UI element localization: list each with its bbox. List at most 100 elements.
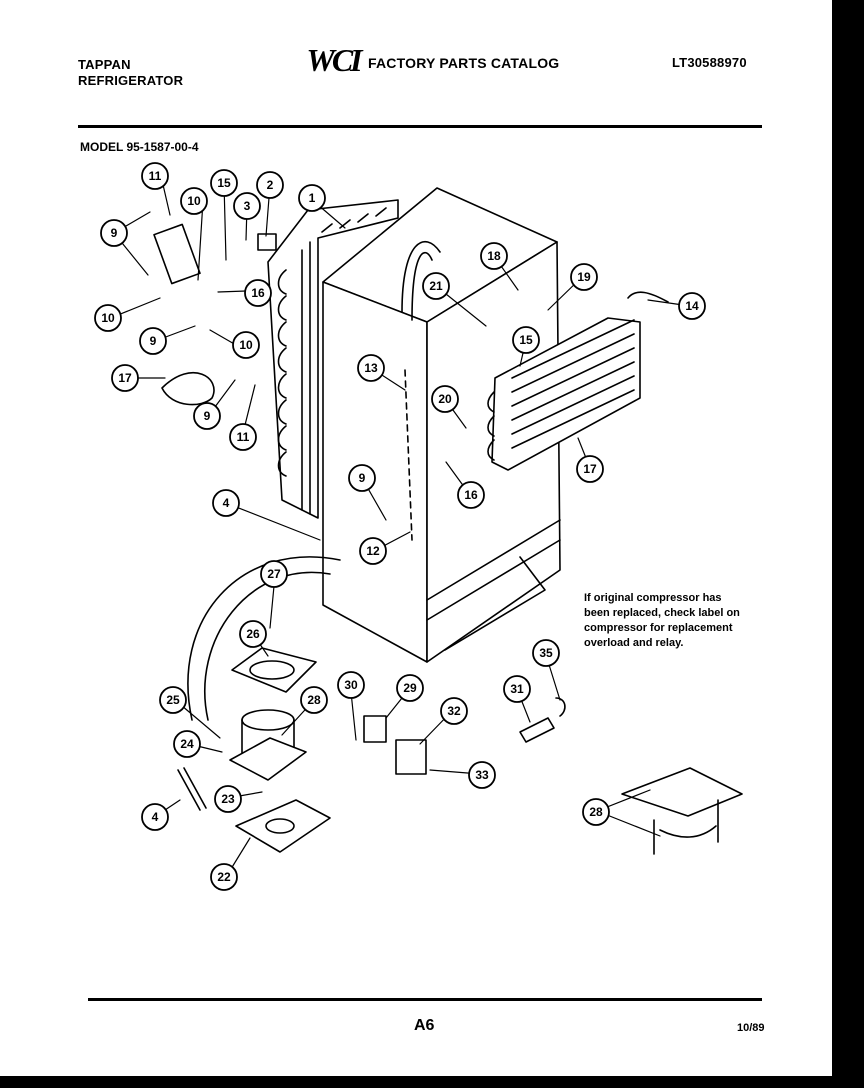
document-number: LT30588970	[672, 55, 747, 70]
svg-text:11: 11	[237, 430, 250, 444]
callout-12: 12	[359, 537, 387, 565]
svg-text:35: 35	[539, 646, 553, 660]
svg-text:15: 15	[519, 333, 533, 347]
callout-21: 21	[422, 272, 450, 300]
compressor-replacement-note: If original compressor has been replaced…	[584, 591, 784, 651]
svg-text:3: 3	[244, 199, 251, 213]
svg-text:18: 18	[487, 249, 501, 263]
svg-text:9: 9	[204, 409, 211, 423]
callout-34: 33	[468, 761, 496, 789]
page-frame-bottom	[0, 1076, 864, 1088]
svg-text:15: 15	[217, 176, 231, 190]
callout-9-d: 9	[348, 464, 376, 492]
callout-20: 20	[431, 385, 459, 413]
page-frame-right	[832, 0, 864, 1088]
svg-text:9: 9	[150, 334, 157, 348]
page-id: A6	[414, 1017, 435, 1034]
svg-text:13: 13	[364, 361, 378, 375]
svg-text:32: 32	[447, 704, 461, 718]
svg-text:26: 26	[246, 627, 260, 641]
svg-text:24: 24	[180, 737, 194, 751]
callout-13: 13	[357, 354, 385, 382]
condenser-coil-drawing	[267, 199, 399, 519]
callout-35: 35	[532, 639, 560, 667]
svg-text:20: 20	[438, 392, 452, 406]
svg-text:17: 17	[583, 462, 597, 476]
callout-10-b: 10	[232, 331, 260, 359]
svg-text:31: 31	[510, 682, 524, 696]
callout-4-b: 4	[141, 803, 169, 831]
svg-text:23: 23	[221, 792, 235, 806]
svg-text:22: 22	[217, 870, 231, 884]
footer-rule	[88, 998, 762, 1001]
callout-18: 18	[480, 242, 508, 270]
callout-1: 1	[298, 184, 326, 212]
callout-26: 26	[239, 620, 267, 648]
callout-9-a: 9	[100, 219, 128, 247]
callout-23: 23	[214, 785, 242, 813]
svg-text:16: 16	[464, 488, 478, 502]
svg-text:1: 1	[309, 191, 316, 205]
callout-25: 25	[159, 686, 187, 714]
svg-text:33: 33	[475, 768, 489, 782]
callout-17: 17	[576, 455, 604, 483]
evaporator-drawing	[487, 291, 669, 471]
callout-6: 16	[244, 279, 272, 307]
callout-7: 17	[111, 364, 139, 392]
callout-31: 30	[337, 671, 365, 699]
svg-text:16: 16	[251, 286, 265, 300]
svg-text:10: 10	[187, 194, 201, 208]
svg-text:10: 10	[101, 311, 115, 325]
callout-4-a: 4	[212, 489, 240, 517]
svg-text:21: 21	[429, 279, 443, 293]
callout-9-b: 9	[139, 327, 167, 355]
svg-text:28: 28	[589, 805, 603, 819]
svg-text:4: 4	[152, 810, 159, 824]
callout-24: 24	[173, 730, 201, 758]
svg-text:11: 11	[149, 169, 162, 183]
callout-27: 27	[260, 560, 288, 588]
svg-text:2: 2	[267, 178, 274, 192]
callout-11-a: 11	[141, 162, 169, 190]
callout-3: 3	[233, 192, 261, 220]
callout-16: 16	[457, 481, 485, 509]
callout-8: 10	[180, 187, 208, 215]
callout-28-b: 28	[582, 798, 610, 826]
svg-text:29: 29	[403, 681, 417, 695]
wci-logo-text: WCI	[306, 44, 364, 76]
note-line-3: compressor for replacement	[584, 622, 733, 634]
wci-logo: WCI	[300, 44, 366, 76]
catalog-title: FACTORY PARTS CATALOG	[368, 55, 560, 71]
callout-9-c: 9	[193, 402, 221, 430]
callout-33: 32	[440, 697, 468, 725]
svg-text:4: 4	[223, 496, 230, 510]
small-parts-drawing	[153, 223, 743, 855]
note-line-1: If original compressor has	[584, 592, 722, 604]
svg-text:9: 9	[359, 471, 366, 485]
callout-22: 22	[210, 863, 238, 891]
callout-bubbles: 11 10 15 2 1 3 9 16 10 9 10 17 9 11 13 1…	[94, 162, 706, 891]
svg-text:17: 17	[118, 371, 132, 385]
model-number: MODEL 95-1587-00-4	[80, 140, 199, 154]
callout-19: 19	[570, 263, 598, 291]
svg-text:12: 12	[366, 544, 380, 558]
callout-10-a: 10	[94, 304, 122, 332]
callout-11-b: 11	[229, 423, 257, 451]
callout-14: 14	[678, 292, 706, 320]
svg-text:9: 9	[111, 226, 118, 240]
callout-15: 15	[512, 326, 540, 354]
svg-text:10: 10	[239, 338, 253, 352]
callout-29: 28	[300, 686, 328, 714]
svg-text:30: 30	[344, 678, 358, 692]
callout-30: 29	[396, 674, 424, 702]
callout-32: 31	[503, 675, 531, 703]
header-rule	[78, 125, 762, 128]
compressor-drawing	[177, 556, 341, 853]
callout-2: 2	[256, 171, 284, 199]
svg-text:14: 14	[685, 299, 699, 313]
svg-text:28: 28	[307, 693, 321, 707]
leader-lines	[112, 175, 691, 878]
product-type: REFRIGERATOR	[78, 73, 184, 88]
svg-text:19: 19	[577, 270, 591, 284]
